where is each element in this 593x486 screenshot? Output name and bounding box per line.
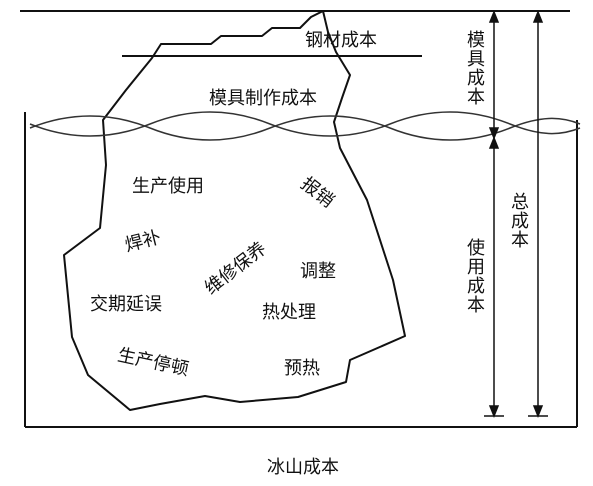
- dimension-usage-cost: [484, 135, 504, 419]
- water-wave-1: [29, 115, 581, 141]
- label-delivery-delay: 交期延误: [90, 294, 162, 315]
- iceberg-outline: [63, 10, 406, 411]
- dimension-mold-cost: [488, 9, 500, 141]
- label-adjustment: 调整: [300, 261, 336, 282]
- diagram-caption: 冰山成本: [267, 457, 339, 478]
- water-wave-2: [29, 111, 581, 137]
- label-mold-making-cost: 模具制作成本: [209, 88, 317, 109]
- dimension-total-cost: [528, 9, 548, 419]
- label-total-cost: 总成本: [508, 192, 529, 249]
- label-steel-cost: 钢材成本: [305, 30, 377, 51]
- label-usage-cost: 使用成本: [464, 238, 485, 314]
- label-mold-cost: 模具成本: [464, 30, 485, 106]
- label-preheating: 预热: [284, 358, 320, 379]
- label-production-use: 生产使用: [132, 176, 204, 197]
- label-heat-treatment: 热处理: [262, 302, 316, 323]
